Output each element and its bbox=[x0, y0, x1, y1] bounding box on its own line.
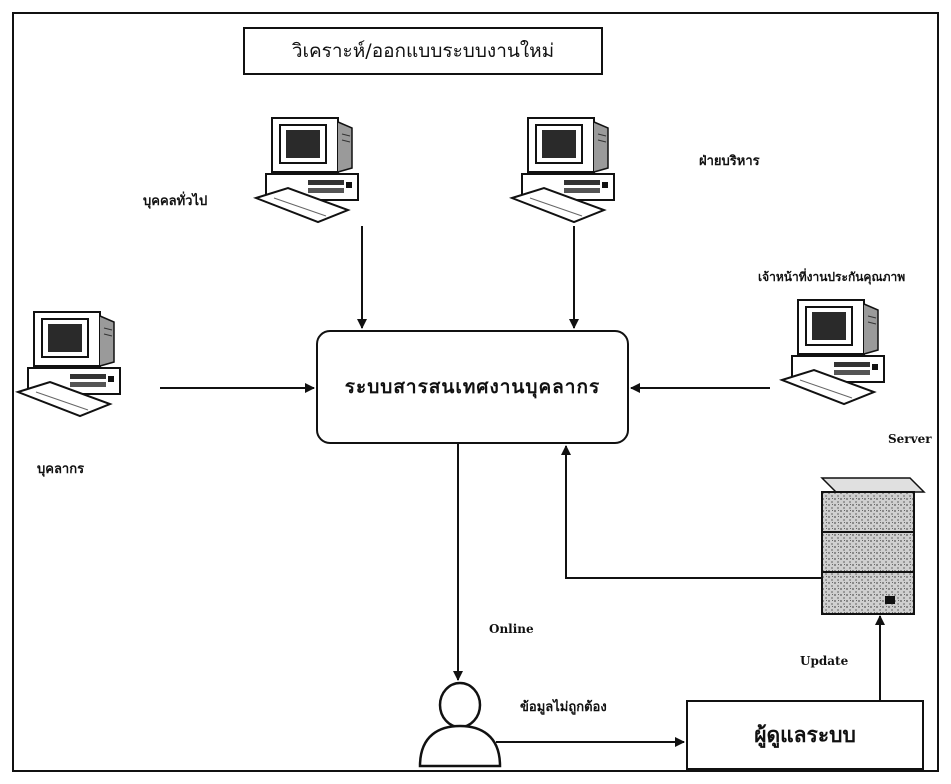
label-server: Server bbox=[888, 432, 932, 446]
computer-icon bbox=[255, 117, 359, 223]
label-general-public: บุคคลทั่วไป bbox=[143, 194, 208, 209]
label-personnel: บุคลากร bbox=[37, 462, 85, 477]
label-qa-officer: เจ้าหน้าที่งานประกันคุณภาพ bbox=[758, 270, 906, 284]
title-box: วิเคราะห์/ออกแบบระบบงานใหม่ bbox=[243, 27, 603, 75]
diagram-frame bbox=[12, 12, 939, 772]
user-icon bbox=[418, 681, 502, 768]
computer-icon bbox=[511, 117, 615, 223]
central-system-box: ระบบสารสนเทศงานบุคลากร bbox=[316, 330, 629, 444]
computer-icon bbox=[781, 299, 885, 405]
admin-box: ผู้ดูแลระบบ bbox=[686, 700, 924, 770]
edge-label-update: Update bbox=[800, 654, 849, 668]
server-icon bbox=[820, 477, 926, 615]
computer-icon bbox=[17, 311, 121, 417]
label-management: ฝ่ายบริหาร bbox=[699, 154, 760, 169]
edge-label-online: Online bbox=[489, 622, 534, 636]
edge-label-incorrect-data: ข้อมูลไม่ถูกต้อง bbox=[520, 700, 607, 715]
